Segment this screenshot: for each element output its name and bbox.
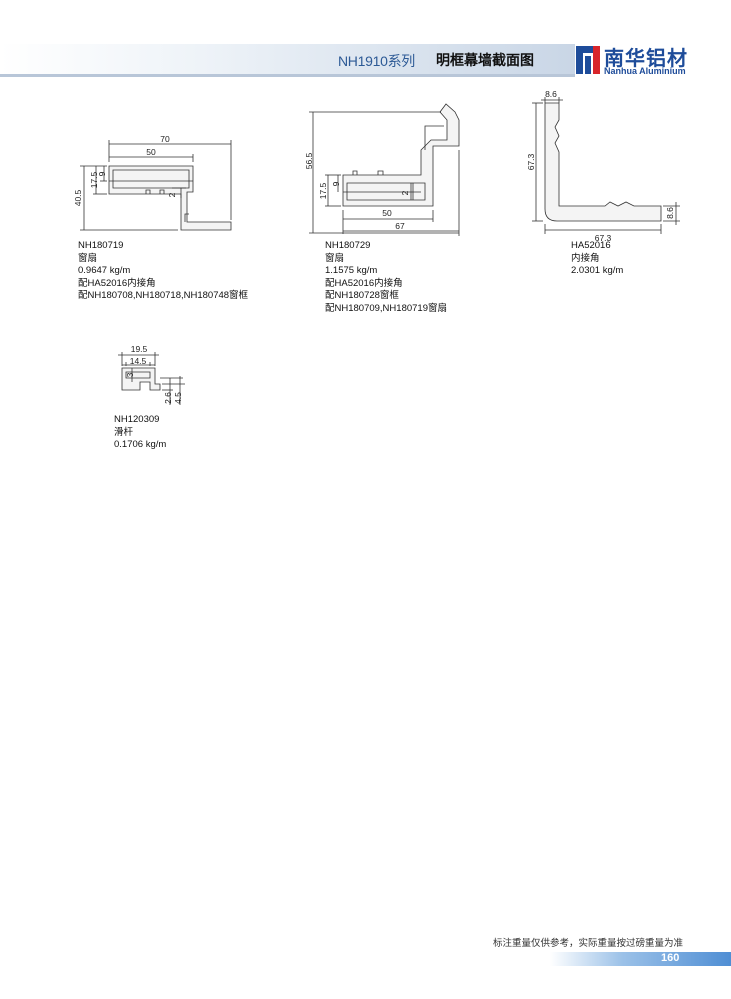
dim-label: 70: [160, 134, 170, 144]
dim-label: 19.5: [131, 344, 148, 354]
footer-note: 标注重量仅供参考，实际重量按过磅重量为准: [493, 938, 684, 949]
brand-name-cn: 南华铝材: [604, 48, 688, 70]
profile-drawing-nh180719: [80, 140, 232, 231]
profile-name: 窗扇: [325, 252, 345, 264]
profile-code: NH120309: [114, 414, 160, 425]
profile-note: 配HA52016内接角: [78, 277, 156, 289]
profile-code: NH180719: [78, 240, 124, 251]
dim-label: 3: [125, 372, 135, 377]
brand-name-en: Nanhua Aluminium: [604, 66, 686, 76]
profile-info-ha52016: HA52016 内接角 2.0301 kg/m: [571, 240, 623, 278]
profile-weight: 2.0301 kg/m: [571, 265, 624, 276]
profile-code: HA52016: [571, 240, 611, 251]
profile-info-nh180729: NH180729 窗扇 1.1575 kg/m 配HA52016内接角 配NH1…: [325, 240, 447, 315]
profile-weight: 0.9647 kg/m: [78, 265, 131, 276]
dim-label: 56.5: [304, 152, 314, 169]
dim-label: 8.6: [545, 89, 557, 99]
dim-label: 50: [146, 147, 156, 157]
profile-note: 配NH180708,NH180718,NH180748窗框: [78, 290, 249, 301]
profile-note: 配HA52016内接角: [325, 277, 403, 289]
dim-label: 14.5: [130, 356, 147, 366]
profile-drawing-nh180729: [309, 103, 460, 236]
profile-info-nh180719: NH180719 窗扇 0.9647 kg/m 配HA52016内接角 配NH1…: [78, 240, 248, 303]
profile-name: 窗扇: [78, 252, 98, 264]
profile-drawing-ha52016: [532, 97, 680, 234]
header-band: [0, 44, 575, 74]
dim-label: 8.6: [665, 207, 675, 219]
dim-label: 9: [331, 181, 341, 186]
profile-name: 内接角: [571, 252, 600, 264]
footer-band: [550, 952, 731, 966]
dim-label: 17.5: [318, 182, 328, 199]
dim-label: 4.5: [173, 392, 183, 404]
profile-code: NH180729: [325, 240, 371, 251]
dim-label: 50: [382, 208, 392, 218]
dim-label: 2: [400, 190, 410, 195]
dim-label: 9: [97, 171, 107, 176]
dim-label: 67.3: [595, 233, 612, 243]
header-rule: [0, 74, 575, 77]
profile-drawing-nh120309: [118, 352, 185, 405]
profile-info-nh120309: NH120309 滑杆 0.1706 kg/m: [114, 414, 166, 452]
profile-note: 配NH180709,NH180719窗扇: [325, 302, 447, 314]
series-title: NH1910系列: [338, 53, 415, 69]
profile-name: 滑杆: [114, 426, 134, 438]
page-title: 明框幕墙截面图: [436, 52, 534, 68]
dim-label: 67: [395, 221, 405, 231]
dim-label: 67.3: [526, 153, 536, 170]
brand-logo-icon: [576, 46, 600, 74]
page-number: 160: [661, 952, 680, 964]
dim-label: 40.5: [73, 189, 83, 206]
dim-label: 2.6: [163, 392, 173, 404]
dim-label: 2: [167, 192, 177, 197]
dim-label: 17.5: [89, 171, 99, 188]
profile-note: 配NH180728窗框: [325, 290, 399, 301]
profile-weight: 1.1575 kg/m: [325, 265, 378, 276]
profile-weight: 0.1706 kg/m: [114, 439, 167, 450]
